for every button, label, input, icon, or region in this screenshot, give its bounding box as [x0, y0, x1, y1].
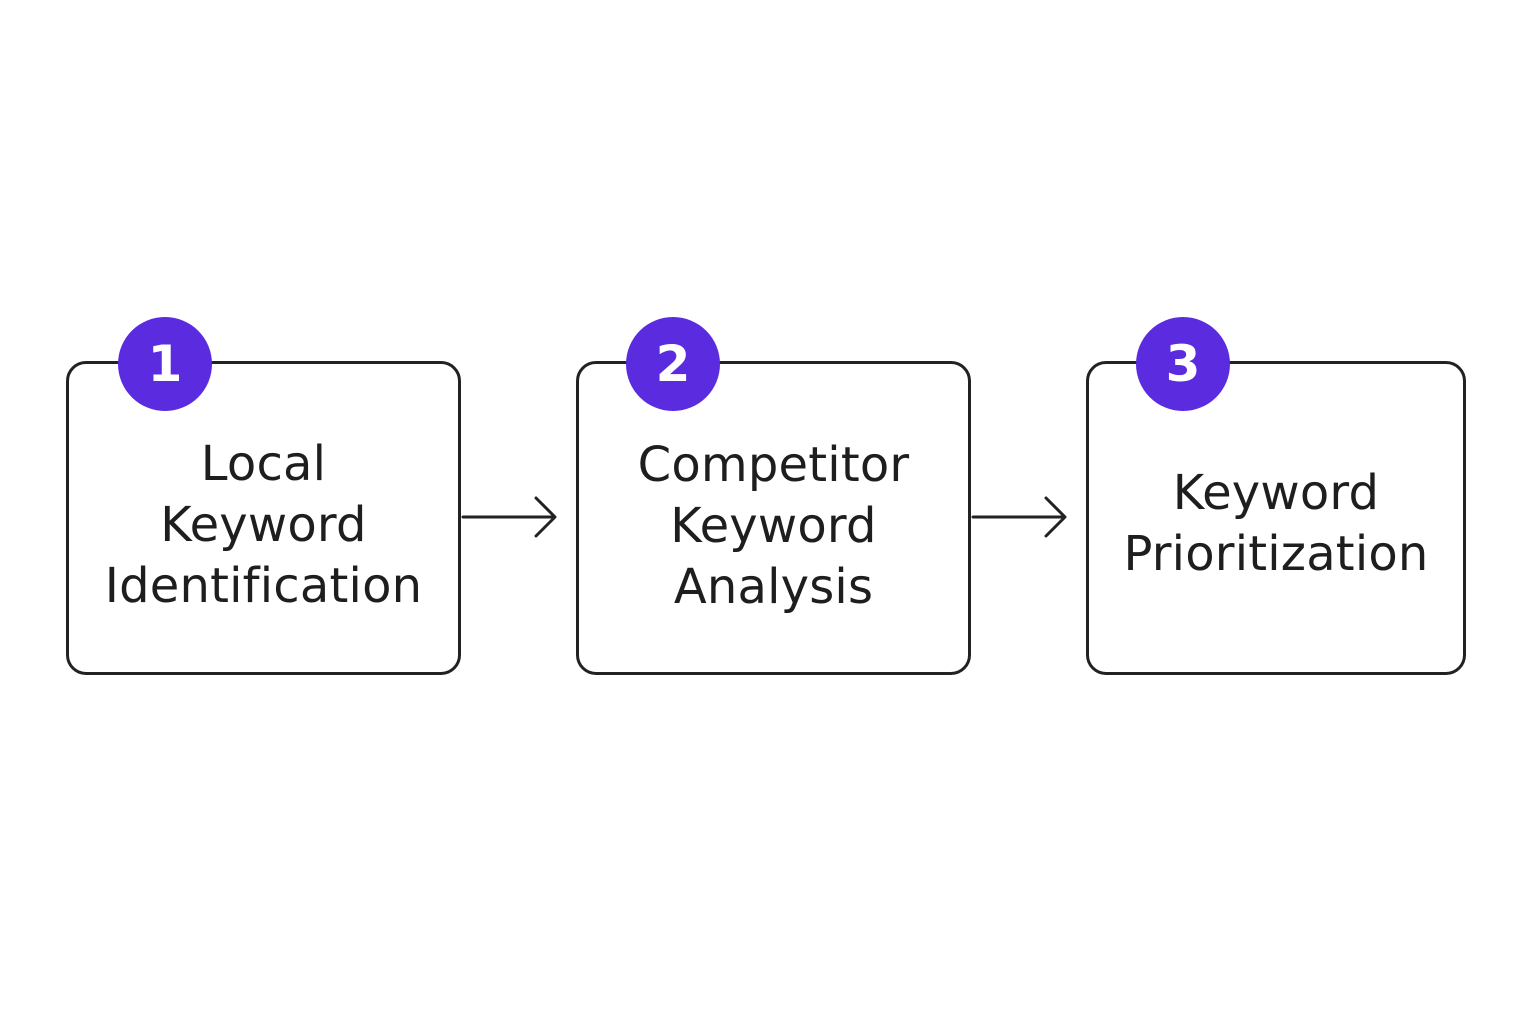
right-arrow-icon [971, 496, 1067, 538]
step-label-2: Competitor Keyword Analysis [637, 436, 910, 615]
step-number-badge-2: 2 [626, 317, 720, 411]
step-box-3: Keyword Prioritization [1086, 361, 1466, 675]
step-number-badge-3: 3 [1136, 317, 1230, 411]
step-number-badge-1: 1 [118, 317, 212, 411]
step-label-3: Keyword Prioritization [1123, 465, 1429, 582]
right-arrow-icon [461, 496, 557, 538]
step-box-2: Competitor Keyword Analysis [576, 361, 971, 675]
step-label-1: Local Keyword Identification [104, 435, 423, 614]
step-box-1: Local Keyword Identification [66, 361, 461, 675]
